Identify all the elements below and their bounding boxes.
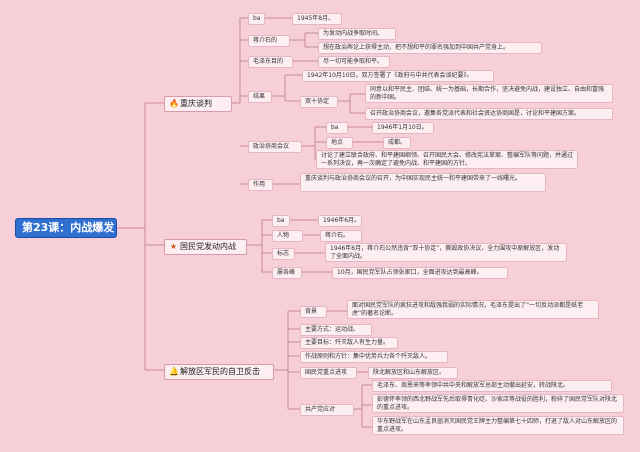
b2-time-key[interactable]: ba xyxy=(272,215,290,227)
b2-person-val[interactable]: 蒋介石。 xyxy=(320,230,362,242)
b1-result-1[interactable]: 1942年10月10日，双方签署了《政府与中共代表会谈纪要》。 xyxy=(302,70,494,82)
b2-sign-key[interactable]: 标志 xyxy=(272,248,295,260)
branch-label: 国民党发动内战 xyxy=(180,242,236,251)
b3-ccp-2[interactable]: 彭德怀率领的西北野战军先后取得青化砭、沙家店等战役的胜利，粉碎了国民党军队对陕北… xyxy=(372,394,624,413)
b3-bg-key[interactable]: 背景 xyxy=(300,306,327,318)
b3-bg-val[interactable]: 面对国民党军队的疯狂进攻和敌强我弱的实际情况，毛泽东提出了“一切反动派都是纸老虎… xyxy=(347,300,599,319)
b2-fail-val[interactable]: 10月，国民党军队占领张家口，全面进攻达到最高峰。 xyxy=(332,267,508,279)
b1-zx-place-key[interactable]: 地点 xyxy=(326,137,353,149)
b3-ccp-3[interactable]: 华东野战军在山东孟良崮消灭国民党王牌主力整编第七十四师，打退了敌人对山东解放区的… xyxy=(372,416,624,435)
root-topic[interactable]: 第23课：内战爆发 xyxy=(15,218,117,238)
branch-label: 重庆谈判 xyxy=(180,99,212,108)
b2-fail-key[interactable]: 屡各峰 xyxy=(272,267,302,279)
b1-shuangshi-1[interactable]: 同意以和平民主、团结、统一为基础，长期合作，坚决避免内战，建设独立、自由和富强的… xyxy=(365,84,613,103)
b1-time-key[interactable]: ba xyxy=(248,13,265,25)
b1-mao-key[interactable]: 毛泽东目的 xyxy=(248,56,293,68)
b1-zx-time-key[interactable]: ba xyxy=(326,122,348,134)
b3-mode[interactable]: 主要方式：运动战。 xyxy=(300,324,372,336)
b1-jiang-key[interactable]: 蒋介石的 xyxy=(248,35,290,47)
branch-liberated-areas-counterattack[interactable]: 🔔解放区军民的自卫反击 xyxy=(164,364,274,380)
b1-jiang-2[interactable]: 想在政治舆论上获得主动，把不想和平的罪名强加到中国共产党身上。 xyxy=(318,42,542,54)
fire-icon: 🔥 xyxy=(169,99,179,108)
b1-effect-val[interactable]: 重庆谈判与政治协商会议的召开，为中国实现民主统一和平建国带来了一线曙光。 xyxy=(300,173,546,192)
b2-time-val[interactable]: 1946年6月。 xyxy=(318,215,362,227)
b3-ccp-key[interactable]: 共产党应对 xyxy=(300,404,354,416)
branch-chongqing-negotiation[interactable]: 🔥重庆谈判 xyxy=(164,96,232,112)
b3-ccp-1[interactable]: 毛泽东、周恩来等率领中共中央和解放军总部主动撤出延安，转战陕北。 xyxy=(372,380,612,392)
b3-principle[interactable]: 作战原则和方针：集中优势兵力各个歼灭敌人。 xyxy=(300,351,448,363)
b1-jiang-1[interactable]: 为发动内战争取时间。 xyxy=(318,28,396,40)
b3-goal[interactable]: 主要目标：歼灭敌人有生力量。 xyxy=(300,337,398,349)
b1-shuangshi-key[interactable]: 双十协定 xyxy=(300,96,338,108)
b1-result-key[interactable]: 结果 xyxy=(248,91,272,103)
b2-person-key[interactable]: 人物 xyxy=(272,230,303,242)
b1-zx-key[interactable]: 政治协商会议 xyxy=(248,141,302,153)
star-icon: ★ xyxy=(169,242,178,251)
b1-effect-key[interactable]: 作用 xyxy=(248,179,273,191)
b1-zx-time-val[interactable]: 1946年1月10日。 xyxy=(372,122,434,134)
b3-kmt-key[interactable]: 国民党重点进攻 xyxy=(300,367,357,379)
b1-zx-place-val[interactable]: 成都。 xyxy=(383,137,411,149)
b1-mao-val[interactable]: 尽一切可能争取和平。 xyxy=(318,56,390,68)
b1-zx-content[interactable]: 讨论了建立联合政府、和平建国纲领、召开国民大会、修改宪法草案、整编军队等问题，并… xyxy=(316,150,578,169)
b2-sign-val[interactable]: 1946年6月，蒋介石公然违背“双十协定”，撕毁政协决议，全力围攻中原解放区，发… xyxy=(325,243,567,262)
bell-icon: 🔔 xyxy=(169,367,179,376)
b1-shuangshi-2[interactable]: 召开政治协商会议，邀集各党派代表和社会贤达协商国是，讨论和平建国方案。 xyxy=(365,108,613,120)
b1-time-val[interactable]: 1945年8月。 xyxy=(292,13,342,25)
b3-kmt-val[interactable]: 陕北解放区和山东解放区。 xyxy=(368,367,458,379)
branch-label: 解放区军民的自卫反击 xyxy=(180,367,260,376)
branch-kmt-civil-war[interactable]: ★国民党发动内战 xyxy=(164,239,247,255)
